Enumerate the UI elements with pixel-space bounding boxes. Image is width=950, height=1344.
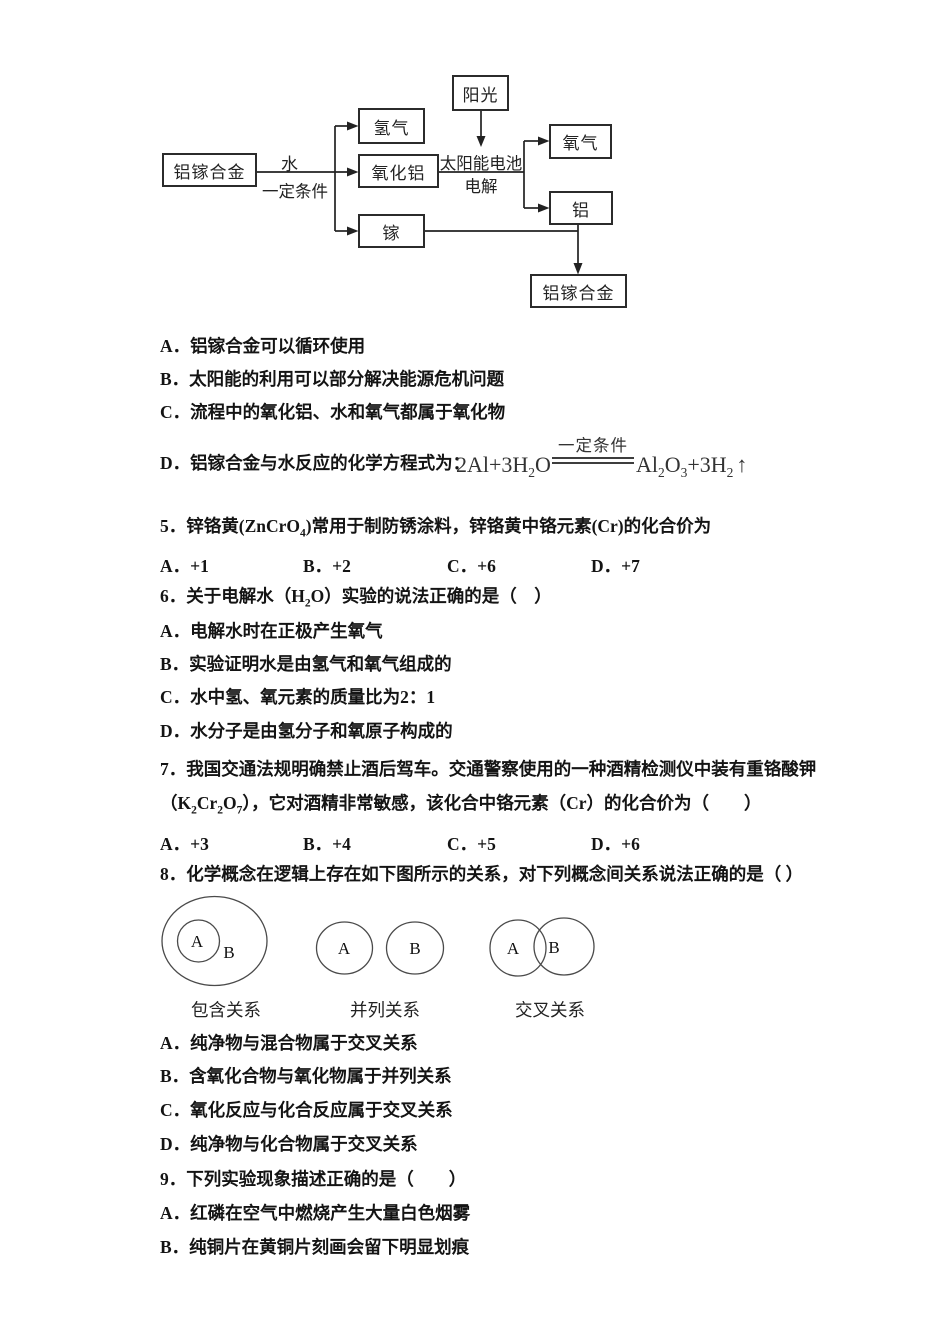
q9-option-a: A．红磷在空气中燃烧产生大量白色烟雾 — [160, 1203, 471, 1223]
equation-condition: 一定条件 — [551, 436, 634, 464]
venn-caption-containment: 包含关系 — [191, 1000, 261, 1020]
q6-option-c: C．水中氢、氧元素的质量比为2：1 — [160, 687, 436, 707]
flow-label-condition: 一定条件 — [262, 182, 328, 201]
containment-inner-circle — [176, 919, 221, 963]
venn-circles — [161, 895, 595, 987]
q8-option-a: A．纯净物与混合物属于交叉关系 — [160, 1033, 418, 1053]
q7-stem-line2: （K2Cr2O7），它对酒精非常敏感，该化合中铬元素（Cr）的化合价为（ ） — [160, 793, 762, 817]
q5-option-c: C．+6 — [447, 556, 496, 576]
arrow-to-hydrogen — [347, 121, 359, 131]
q6-option-d: D．水分子是由氢分子和氧原子构成的 — [160, 721, 453, 741]
q7-option-c: C．+5 — [447, 834, 496, 854]
q7-option-b: B．+4 — [303, 834, 351, 854]
flow-box-oxygen: 氧气 — [549, 124, 612, 159]
q7-option-d: D．+6 — [591, 834, 640, 854]
flow-box-alloy-left: 铝镓合金 — [162, 153, 257, 187]
condition-text: 一定条件 — [557, 436, 628, 455]
q8-stem: 8．化学概念在逻辑上存在如下图所示的关系，对下列概念间关系说法正确的是（ ） — [160, 864, 804, 884]
q8-option-d: D．纯净物与化合物属于交叉关系 — [160, 1134, 418, 1154]
q4-option-b: B．太阳能的利用可以部分解决能源危机问题 — [160, 369, 505, 389]
equation-lhs: 2Al+3H2O — [456, 451, 551, 480]
q4-option-c: C．流程中的氧化铝、水和氧气都属于氧化物 — [160, 402, 506, 422]
arrow-to-oxygen — [538, 136, 550, 146]
overlap-label-b: B — [548, 938, 559, 957]
q5-option-d: D．+7 — [591, 556, 640, 576]
flow-box-sunlight: 阳光 — [452, 75, 509, 111]
arrow-from-sunlight — [476, 136, 486, 147]
flow-box-alloy-bottom: 铝镓合金 — [530, 274, 627, 308]
arrow-to-alumina — [347, 167, 359, 177]
flow-box-alumina: 氧化铝 — [358, 154, 439, 188]
parallel-circle-a — [315, 921, 374, 975]
q6-option-a: A．电解水时在正极产生氧气 — [160, 621, 383, 641]
q7-option-a: A．+3 — [160, 834, 209, 854]
flow-box-aluminum: 铝 — [549, 191, 613, 225]
q5-option-b: B．+2 — [303, 556, 351, 576]
arrow-to-gallium — [347, 226, 359, 236]
q4-option-a: A．铝镓合金可以循环使用 — [160, 336, 366, 356]
flow-label-solar-cell: 太阳能电池 — [439, 154, 523, 173]
arrow-to-aluminum — [538, 203, 550, 213]
chemical-equation: 2Al+3H2O 一定条件 Al2O3+3H2↑ — [456, 436, 748, 480]
q9-option-b: B．纯铜片在黄铜片刻画会留下明显划痕 — [160, 1237, 470, 1257]
overlap-circle-a — [489, 919, 547, 977]
overlap-circle-b — [533, 917, 595, 976]
q7-stem-line1: 7．我国交通法规明确禁止酒后驾车。交通警察使用的一种酒精检测仪中装有重铬酸钾 — [160, 759, 817, 779]
q5-stem: 5．锌铬黄(ZnCrO4)常用于制防锈涂料，锌铬黄中铬元素(Cr)的化合价为 — [160, 516, 712, 540]
q5-option-a: A．+1 — [160, 556, 209, 576]
equation-rhs: Al2O3+3H2↑ — [635, 451, 748, 480]
flow-label-electrolysis: 电解 — [464, 177, 498, 196]
venn-diagrams: A B A B A B — [161, 895, 595, 987]
containment-label-b: B — [223, 943, 234, 962]
parallel-label-a: A — [338, 939, 351, 958]
flow-box-gallium: 镓 — [358, 214, 425, 248]
q6-option-b: B．实验证明水是由氢气和氧气组成的 — [160, 654, 452, 674]
q9-stem: 9．下列实验现象描述正确的是（ ） — [160, 1169, 467, 1189]
containment-label-a: A — [191, 932, 204, 951]
gas-up-arrow: ↑ — [736, 451, 748, 477]
flow-label-water: 水 — [281, 155, 298, 174]
flow-arrowheads — [347, 121, 583, 275]
containment-outer-circle — [161, 895, 268, 987]
q8-option-b: B．含氧化合物与氧化物属于并列关系 — [160, 1066, 452, 1086]
venn-caption-overlap: 交叉关系 — [515, 1000, 585, 1020]
parallel-label-b: B — [409, 939, 420, 958]
double-bond-line — [551, 456, 634, 464]
parallel-circle-b — [385, 921, 445, 975]
venn-caption-parallel: 并列关系 — [350, 1000, 420, 1020]
q4-option-d: D．铝镓合金与水反应的化学方程式为： — [160, 453, 471, 473]
arrow-to-alloy-bottom — [573, 263, 583, 275]
overlap-label-a: A — [507, 939, 520, 958]
venn-letters: A B A B A B — [191, 932, 560, 962]
q6-stem: 6．关于电解水（H2O）实验的说法正确的是（ ） — [160, 586, 552, 610]
flow-box-hydrogen: 氢气 — [358, 108, 425, 144]
q8-option-c: C．氧化反应与化合反应属于交叉关系 — [160, 1100, 453, 1120]
